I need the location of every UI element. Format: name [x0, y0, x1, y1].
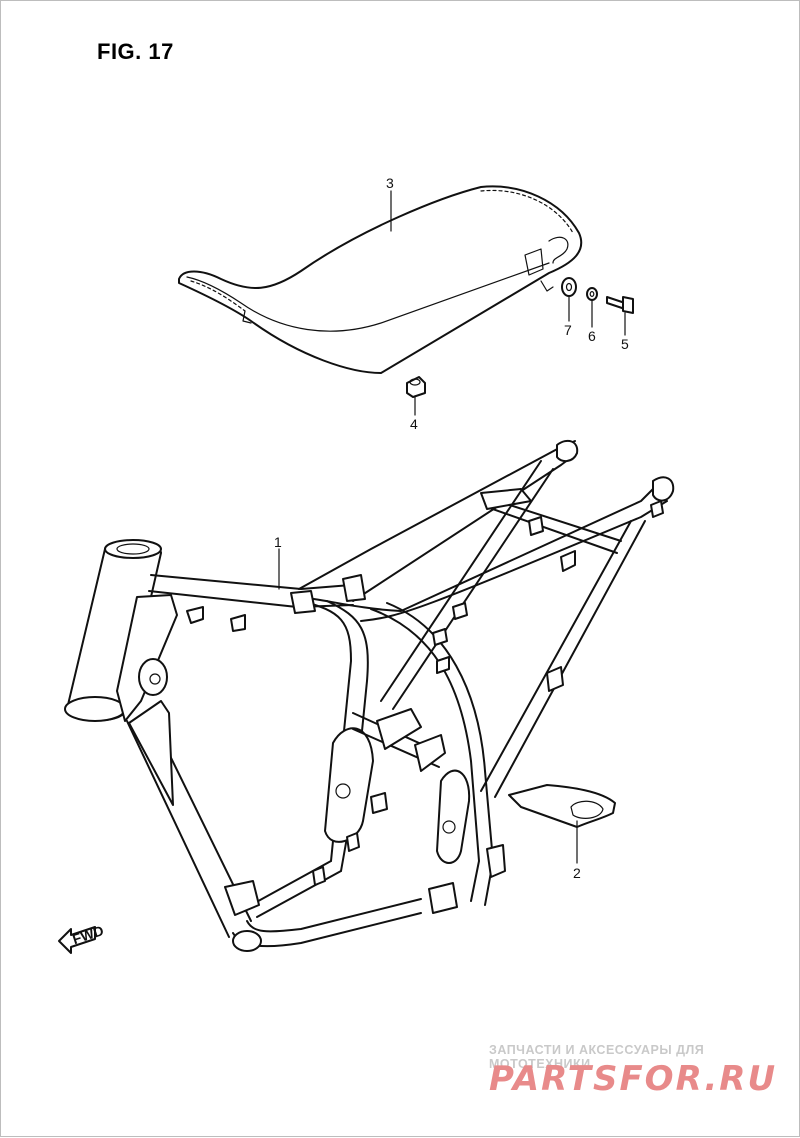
rear-guard-plate: DS: [508, 784, 616, 828]
callouts: 1 2 3 4 5 6 7: [274, 175, 629, 881]
washer-7: [561, 277, 577, 297]
watermark-logo: PARTSFOR.RU: [489, 1059, 778, 1099]
grommet-4: [406, 376, 426, 398]
figure-title: FIG. 17: [97, 39, 174, 64]
callout-5: 5: [621, 336, 629, 352]
fwd-label: FWD: [70, 922, 105, 947]
callout-6: 6: [588, 328, 596, 344]
watermark-tagline: ЗАПЧАСТИ И АКСЕССУАРЫ ДЛЯ МОТОТЕХНИКИ: [489, 1043, 705, 1071]
lock-washer-6: [586, 287, 598, 301]
frame: [64, 439, 675, 952]
callout-7: 7: [564, 322, 572, 338]
callout-4: 4: [410, 416, 418, 432]
callout-3: 3: [386, 175, 394, 191]
callout-1: 1: [274, 534, 282, 550]
seat: DS: [178, 185, 583, 374]
fwd-arrow-icon: FWD: [58, 922, 106, 954]
bolt-5: [606, 296, 634, 314]
callout-2: 2: [573, 865, 581, 881]
